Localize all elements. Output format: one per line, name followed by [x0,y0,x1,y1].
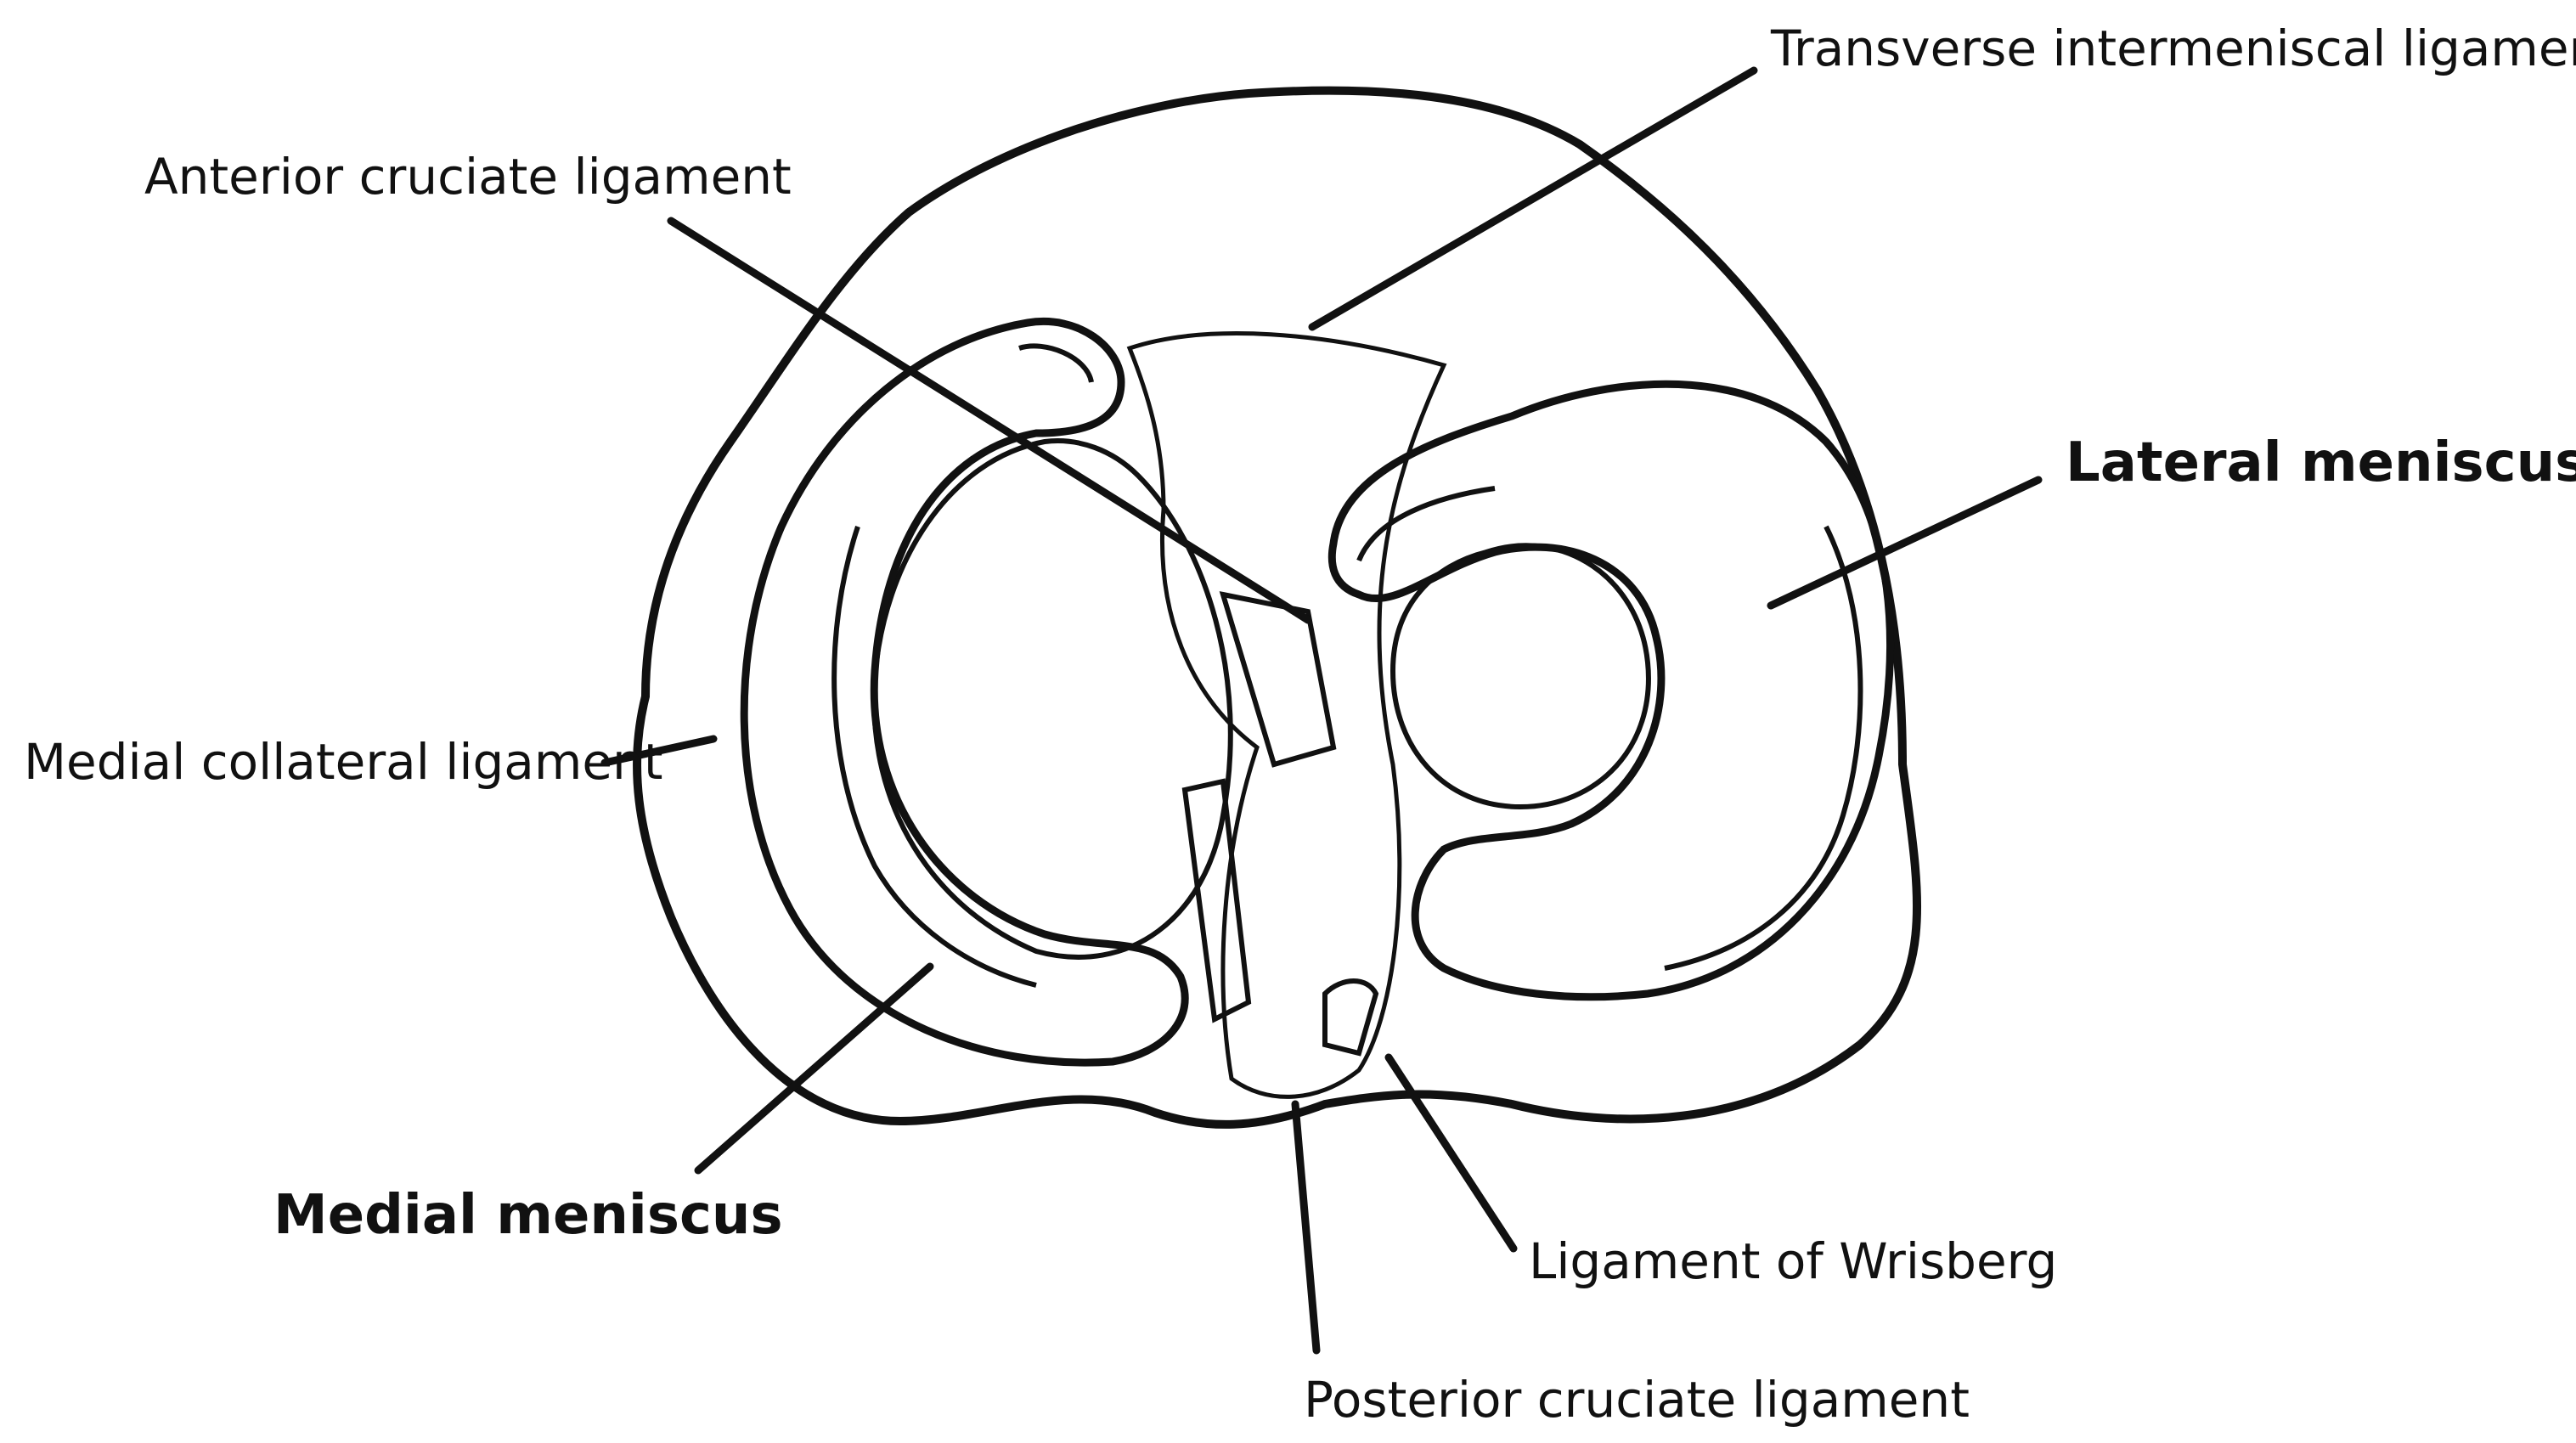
leader-mcl [600,735,718,767]
tibial-plateau [633,86,1921,1129]
leader-medial [694,962,934,1175]
label-ligament-of-wrisberg: Ligament of Wrisberg [1529,1232,2057,1290]
leader-acl [667,217,1312,624]
leader-lateral [1767,476,2043,610]
lateral-meniscus-shape [1327,380,1895,1001]
label-transverse-intermeniscal-ligament: Transverse intermeniscal ligament [1770,20,2576,77]
lateral-articular-surface [1389,543,1651,810]
label-anterior-cruciate-ligament: Anterior cruciate ligament [144,148,792,206]
label-medial-meniscus: Medial meniscus [273,1184,783,1247]
leader-pcl [1291,1100,1321,1355]
leader-transverse [1308,66,1758,331]
label-lateral-meniscus: Lateral meniscus [2066,431,2576,494]
medial-meniscus-shape [740,318,1189,1067]
medial-articular-surface [871,438,1233,960]
acl-bundle [1219,591,1337,768]
intercondylar-area [1126,331,1447,1099]
wrisberg-bundle [1322,978,1379,1057]
label-medial-collateral-ligament: Medial collateral ligament [24,733,663,791]
pcl-bundle [1181,778,1252,1023]
leader-wrisberg [1384,1053,1518,1253]
label-posterior-cruciate-ligament: Posterior cruciate ligament [1304,1371,1970,1429]
